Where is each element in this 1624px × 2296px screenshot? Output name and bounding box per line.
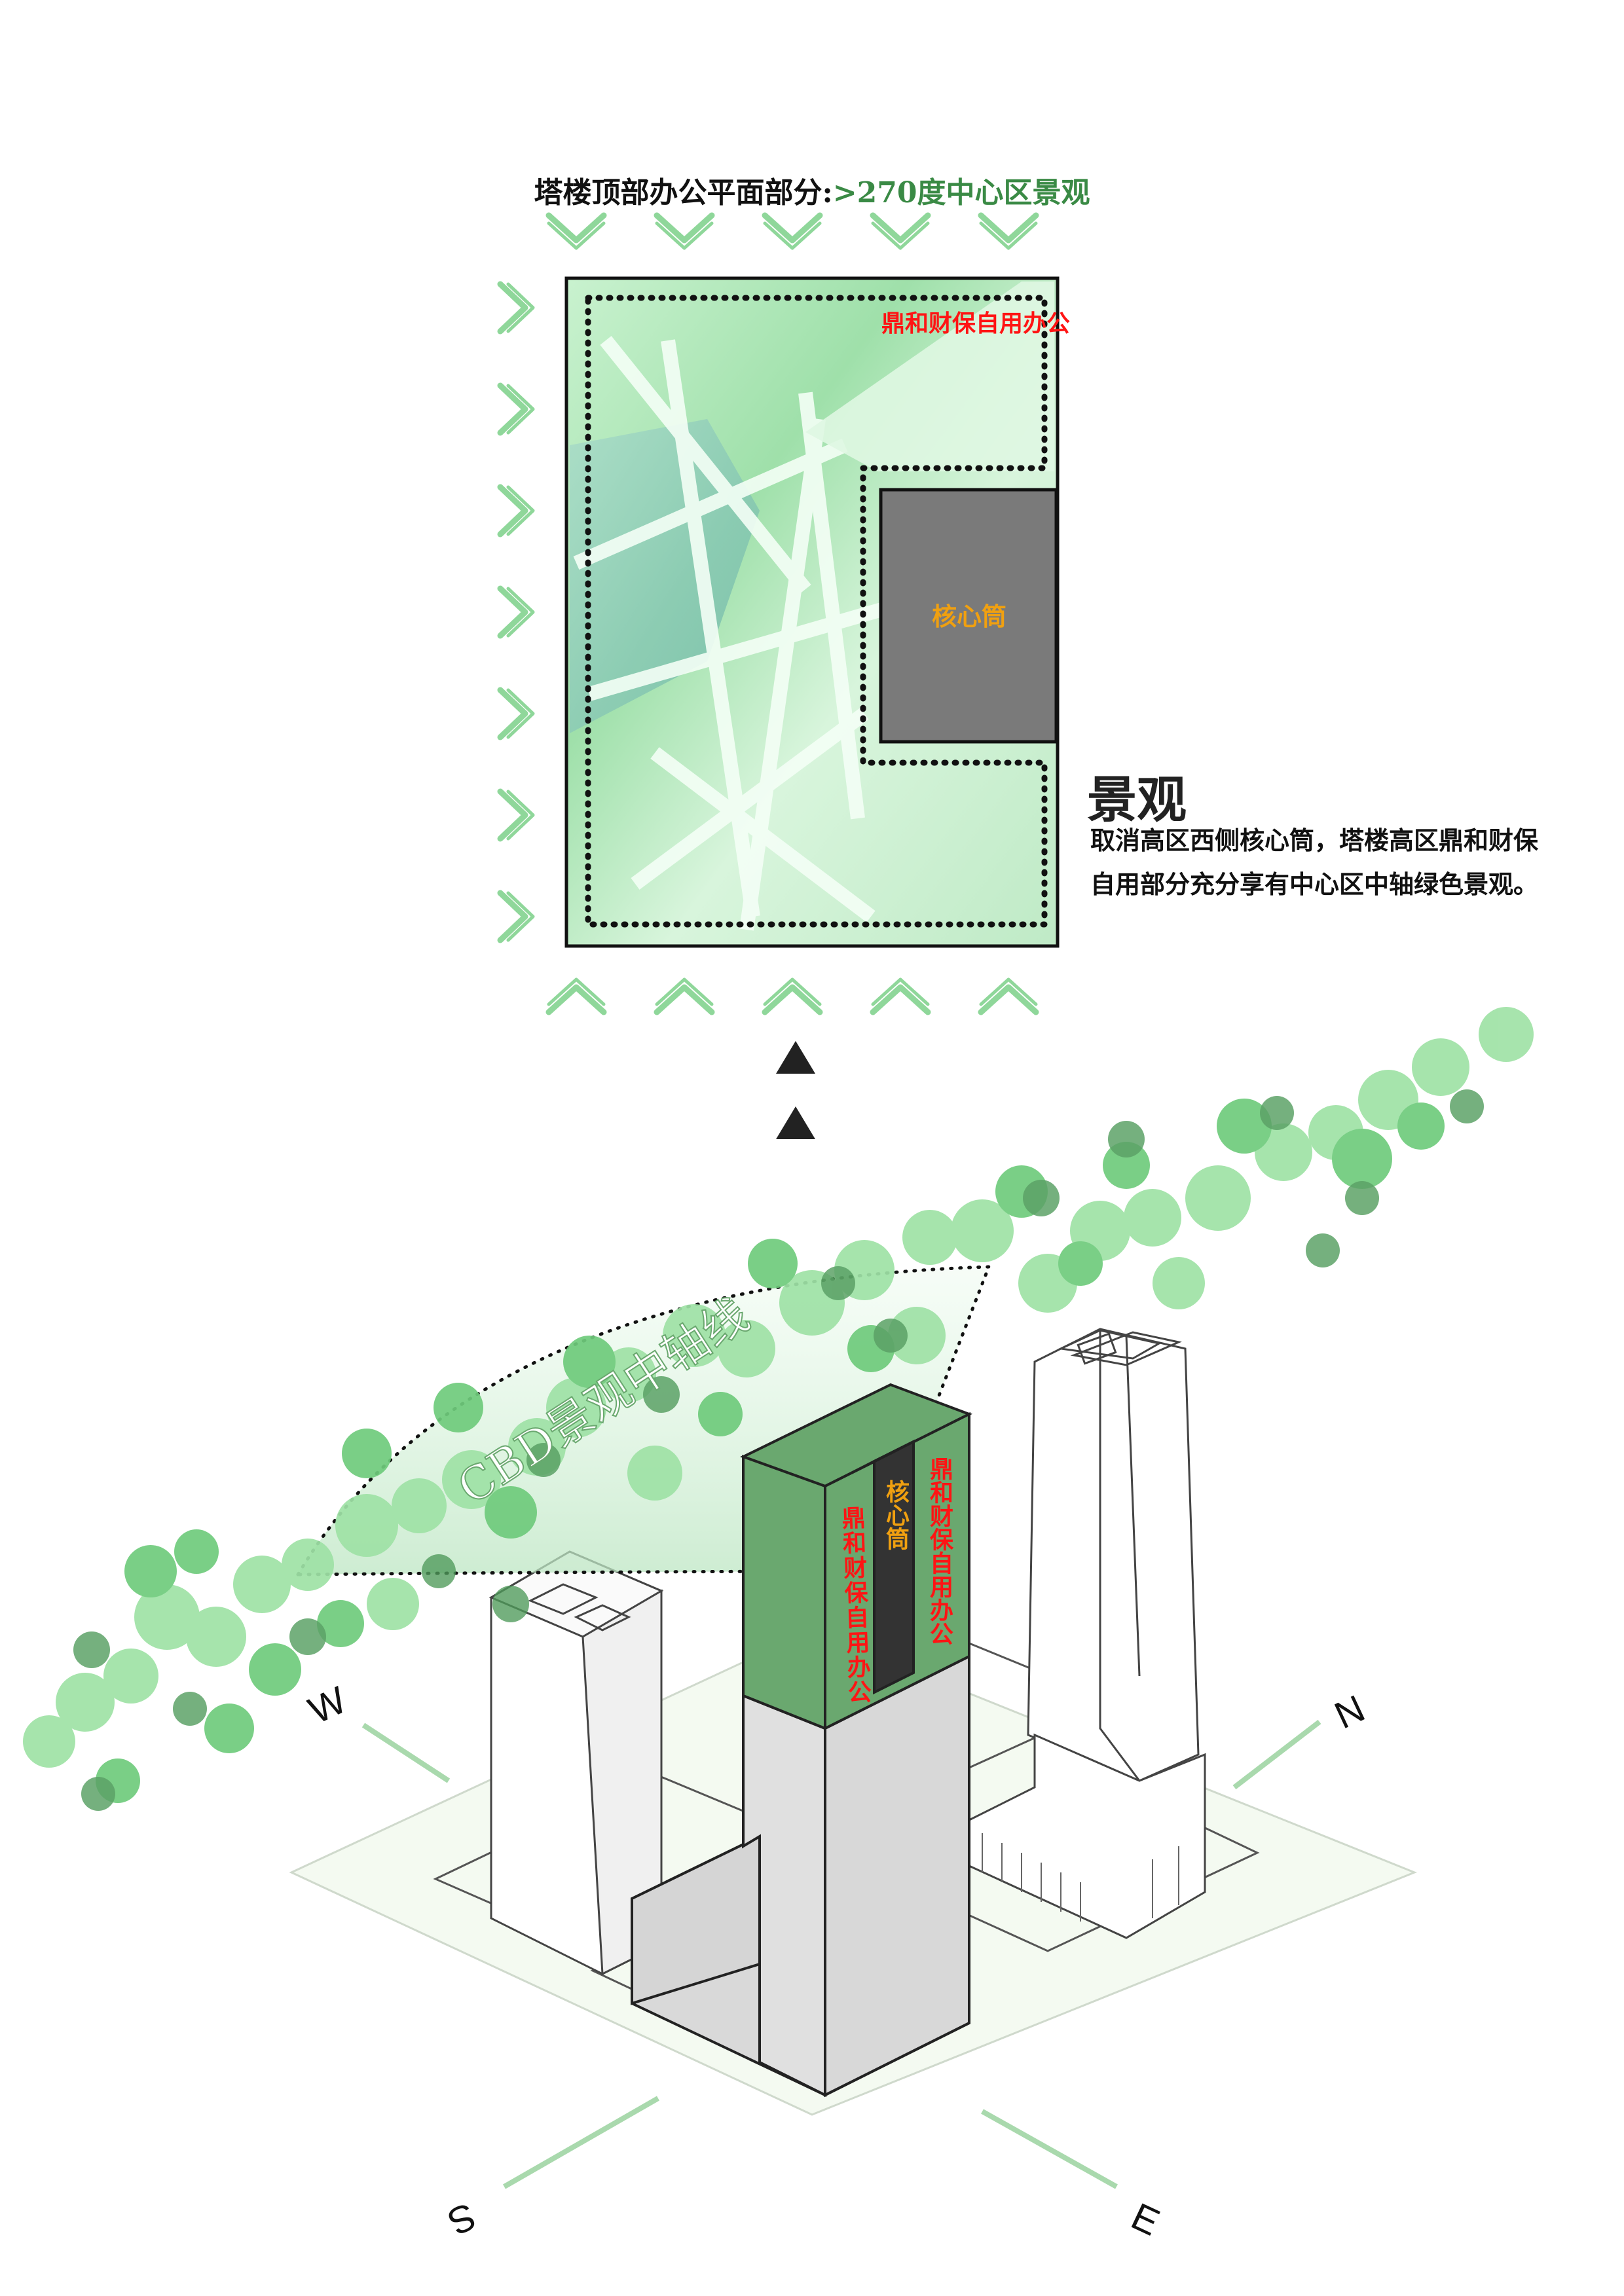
compass-w: W	[303, 1679, 353, 1732]
compass-e: E	[1125, 2195, 1166, 2244]
tower-core-label: 核心筒	[882, 1480, 910, 1550]
bottom-view-arrows	[549, 979, 1036, 1012]
top-view-arrows	[549, 215, 1036, 248]
main-tower	[631, 1383, 972, 2098]
compass-n: N	[1328, 1687, 1371, 1738]
tower-office-label-right: 鼎和财保自用办公	[926, 1457, 953, 1645]
west-tower	[489, 1550, 664, 1976]
crown-icon	[1077, 1332, 1117, 1365]
plan-title-highlight: >270度中心区景观	[832, 176, 1090, 210]
structure-lines	[573, 336, 887, 931]
floor-plan: 鼎和财保自用办公 核心筒	[564, 276, 1070, 948]
up-arrow-icon	[776, 1041, 815, 1139]
plan-core-label: 核心筒	[932, 602, 1006, 631]
east-tower	[968, 1328, 1206, 1939]
compass	[361, 1719, 1321, 2189]
green-axis-trees	[23, 1007, 1534, 1811]
core-block	[879, 488, 1058, 744]
plan-office-label: 鼎和财保自用办公	[881, 310, 1070, 337]
side-description: 取消高区西侧核心筒，塔楼高区鼎和财保自用部分充分享有中心区中轴绿色景观。	[1090, 826, 1539, 899]
plan-title-prefix: 塔楼顶部办公平面部分:	[534, 176, 833, 210]
left-view-arrows	[500, 284, 533, 940]
compass-s: S	[441, 2195, 483, 2244]
side-heading: 景观	[1087, 771, 1187, 829]
office-zone-outline	[585, 295, 1048, 928]
plan-title: 塔楼顶部办公平面部分:>270度中心区景观	[0, 169, 1624, 211]
